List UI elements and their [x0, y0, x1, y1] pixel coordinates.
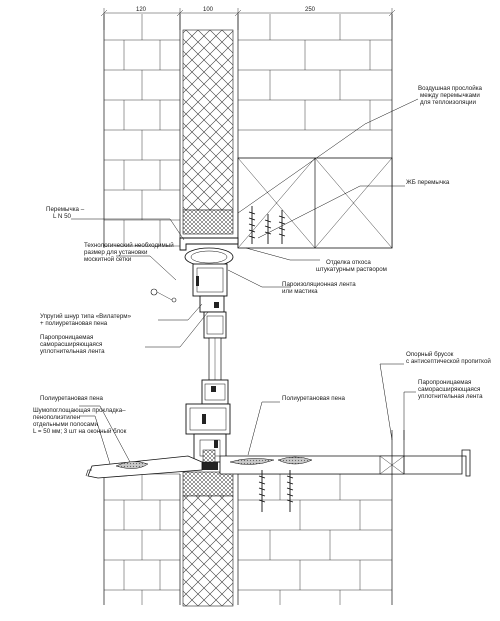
dim-outer-leaf: 120	[136, 7, 147, 13]
label-sound-gasket-line-2: пенополиэтилен	[33, 414, 80, 421]
label-tech-gap-line-3: москитной сетки	[84, 256, 132, 263]
label-vapor-perm-tape-left-line-3: уплотнительная лента	[40, 348, 105, 355]
label-reveal-finish: Отделка откоса штукатурным раствором	[316, 259, 387, 273]
dim-inner-leaf: 250	[305, 7, 316, 13]
label-tech-gap: Технологический необходимый размер для у…	[84, 242, 174, 263]
label-sound-gasket: Шумопоглощающая прокладка– пенополиэтиле…	[33, 407, 127, 435]
screw-anchors-bottom	[258, 470, 294, 512]
label-air-gap-line-3: для теплоизоляции	[420, 99, 476, 106]
insulation-layer	[182, 14, 239, 607]
label-elastic-cord-line-2: + полиуретановая пена	[40, 320, 108, 327]
leader-lines	[71, 98, 419, 465]
label-air-gap-line-2: между перемычками	[420, 92, 480, 99]
outer-brick-leaf	[103, 14, 181, 605]
label-vapor-perm-tape-left: Паропроницаемая саморасширяющаяся уплотн…	[40, 334, 105, 355]
label-sound-gasket-line-3: отдельными полосами	[33, 421, 98, 428]
label-pu-foam-right: Полиуретановая пена	[282, 395, 346, 402]
label-vapor-perm-tape-right: Паропроницаемая саморасширяющаяся уплотн…	[418, 379, 483, 400]
label-rc-lintel: ЖБ перемычка	[406, 179, 450, 186]
label-vapor-tape-line-2: или мастика	[282, 288, 318, 295]
steel-lintel	[179, 237, 239, 251]
label-tech-gap-line-1: Технологический необходимый	[84, 242, 174, 249]
label-vapor-perm-tape-left-line-2: саморасширяющаяся	[40, 341, 102, 348]
label-support-block-line-1: Опорный брусок	[406, 351, 454, 358]
label-vapor-tape: Пароизоляционная лента или мастика	[282, 281, 356, 295]
label-elastic-cord: Упругий шнур типа «Вилатерм» + полиурета…	[40, 313, 132, 327]
label-support-block: Опорный брусок с антисептической пропитк…	[406, 351, 491, 365]
fastener-dowel-left	[150, 288, 177, 303]
label-pu-foam-left-line-1: Полиуретановая пена	[40, 395, 104, 402]
window-frame-profile	[184, 247, 234, 470]
label-steel-lintel-line-2: L N 50	[53, 213, 72, 220]
label-reveal-finish-line-1: Отделка откоса	[326, 259, 371, 266]
window-sill-internal	[219, 430, 471, 477]
label-sound-gasket-line-1: Шумопоглощающая прокладка–	[33, 407, 126, 414]
label-sound-gasket-line-4: L = 50 мм; 3 шт на оконный блок	[33, 428, 127, 435]
dimension-line: 120 100 250	[100, 7, 396, 30]
label-elastic-cord-line-1: Упругий шнур типа «Вилатерм»	[40, 313, 132, 320]
screw-anchors-top	[248, 206, 286, 244]
label-steel-lintel: Перемычка – L N 50	[46, 206, 85, 220]
label-pu-foam-left: Полиуретановая пена	[40, 395, 104, 402]
label-pu-foam-right-line-1: Полиуретановая пена	[282, 395, 346, 402]
label-rc-lintel-line-1: ЖБ перемычка	[406, 179, 450, 186]
label-reveal-finish-line-2: штукатурным раствором	[316, 266, 387, 273]
label-vapor-perm-tape-right-line-2: саморасширяющаяся	[418, 386, 480, 393]
label-support-block-line-2: с антисептической пропиткой	[406, 358, 491, 365]
label-vapor-perm-tape-right-line-3: уплотнительная лента	[418, 393, 483, 400]
label-vapor-tape-line-1: Пароизоляционная лента	[282, 281, 356, 288]
rc-lintel	[237, 157, 393, 249]
label-steel-lintel-line-1: Перемычка –	[46, 206, 85, 213]
inner-brick-leaf	[238, 14, 393, 605]
label-vapor-perm-tape-left-line-1: Паропроницаемая	[40, 334, 93, 341]
label-air-gap-line-1: Воздушная прослойка	[418, 85, 483, 92]
window-sill-external	[85, 455, 203, 479]
label-vapor-perm-tape-right-line-1: Паропроницаемая	[418, 379, 471, 386]
label-air-gap: Воздушная прослойка между перемычками дл…	[418, 85, 483, 106]
foam-strips	[115, 456, 313, 469]
label-tech-gap-line-2: размер для установки	[84, 249, 148, 256]
dim-insulation: 100	[203, 7, 214, 13]
